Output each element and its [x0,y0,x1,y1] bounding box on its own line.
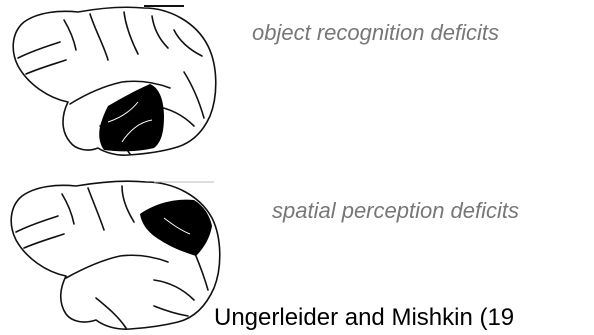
lateral-sulcus [66,255,168,278]
sulcus [88,188,104,230]
lesion-inferior-temporal [99,84,164,151]
object-recognition-deficits-label: object recognition deficits [252,22,499,44]
citation: Ungerleider and Mishkin (19 [214,306,514,330]
sulcus [152,16,168,48]
sulcus [174,30,202,56]
sulcus [154,280,194,300]
sulcus [16,216,58,232]
sulcus [26,60,66,74]
sulcus [90,14,108,60]
sulcus [18,42,60,58]
sulcus [64,20,76,50]
lesion-posterior-parietal [140,200,212,256]
brain-diagram-parietal-lesion [4,178,226,332]
brain-diagram-temporal-lesion [4,2,220,160]
sulcus [24,234,64,248]
sulcus [62,194,74,224]
sulcus [122,186,134,222]
sulcus [154,306,188,316]
spatial-perception-deficits-label: spatial perception deficits [272,200,519,222]
sulcus [124,12,138,54]
sulcus [184,72,204,118]
